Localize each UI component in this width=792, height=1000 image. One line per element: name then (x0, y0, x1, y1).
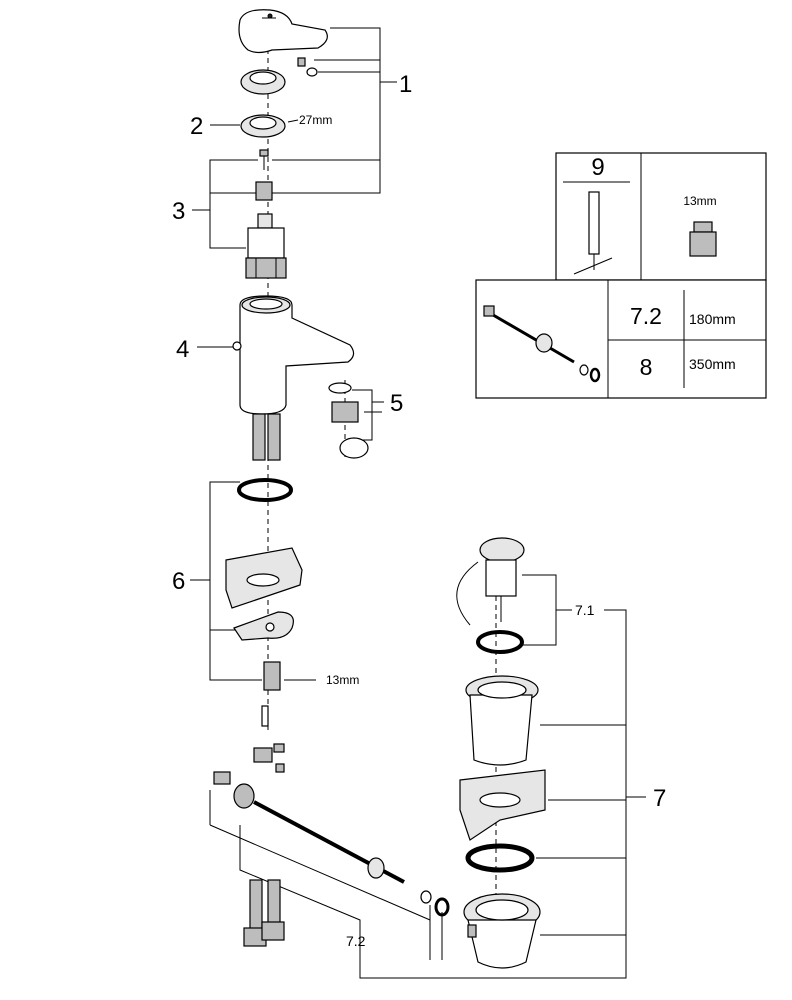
cartridge (245, 213, 287, 279)
callout-7: 7 (653, 785, 666, 812)
retaining-ring (240, 114, 286, 138)
callout-2: 2 (190, 113, 203, 140)
inset-tool-size: 13mm (683, 194, 716, 208)
inset-rod-b-length: 350mm (689, 356, 736, 372)
drain-plug (456, 537, 525, 626)
plug-seal (476, 630, 524, 654)
lift-rod-assembly (213, 743, 450, 917)
handle-lever (238, 9, 328, 54)
handle-screw (297, 57, 318, 77)
drain-gasket (465, 843, 535, 873)
callout-3: 3 (172, 198, 185, 225)
cartridge-wrench-tool (573, 191, 613, 275)
dim-13mm: 13mm (326, 673, 359, 687)
cartridge-screw (259, 149, 269, 170)
fixing-nut (263, 661, 281, 691)
callout-7-1: 7.1 (575, 602, 595, 618)
callout-4: 4 (176, 336, 189, 363)
inset-tool-number: 9 (591, 154, 604, 181)
basin-section (459, 769, 546, 841)
callout-7-2: 7.2 (346, 933, 366, 949)
flex-hoses (243, 879, 285, 947)
aerator-parts (328, 382, 369, 459)
drain-body (463, 893, 541, 969)
spindle-adapter (255, 181, 273, 201)
callout-1: 1 (399, 71, 412, 98)
inset-rod-a-label: 7.2 (630, 303, 662, 329)
o-ring (237, 478, 293, 502)
callout-6: 6 (172, 568, 185, 595)
assembly-axis-lines (267, 40, 497, 900)
counter-section (225, 547, 303, 609)
horseshoe-washer (233, 611, 294, 641)
pull-rod-part (483, 305, 601, 383)
drain-flange (465, 675, 539, 766)
supply-hoses (252, 413, 281, 461)
leader-lines (190, 27, 646, 979)
adapter-part (689, 221, 717, 257)
cover-ring (240, 69, 286, 95)
inset-rod-a-length: 180mm (689, 311, 736, 327)
faucet-body (232, 295, 355, 415)
spare-tools-inset (475, 152, 767, 399)
inset-rod-b-label: 8 (640, 354, 653, 380)
callout-5: 5 (390, 390, 403, 417)
threaded-stud (261, 705, 269, 727)
dim-27mm: 27mm (299, 113, 332, 127)
